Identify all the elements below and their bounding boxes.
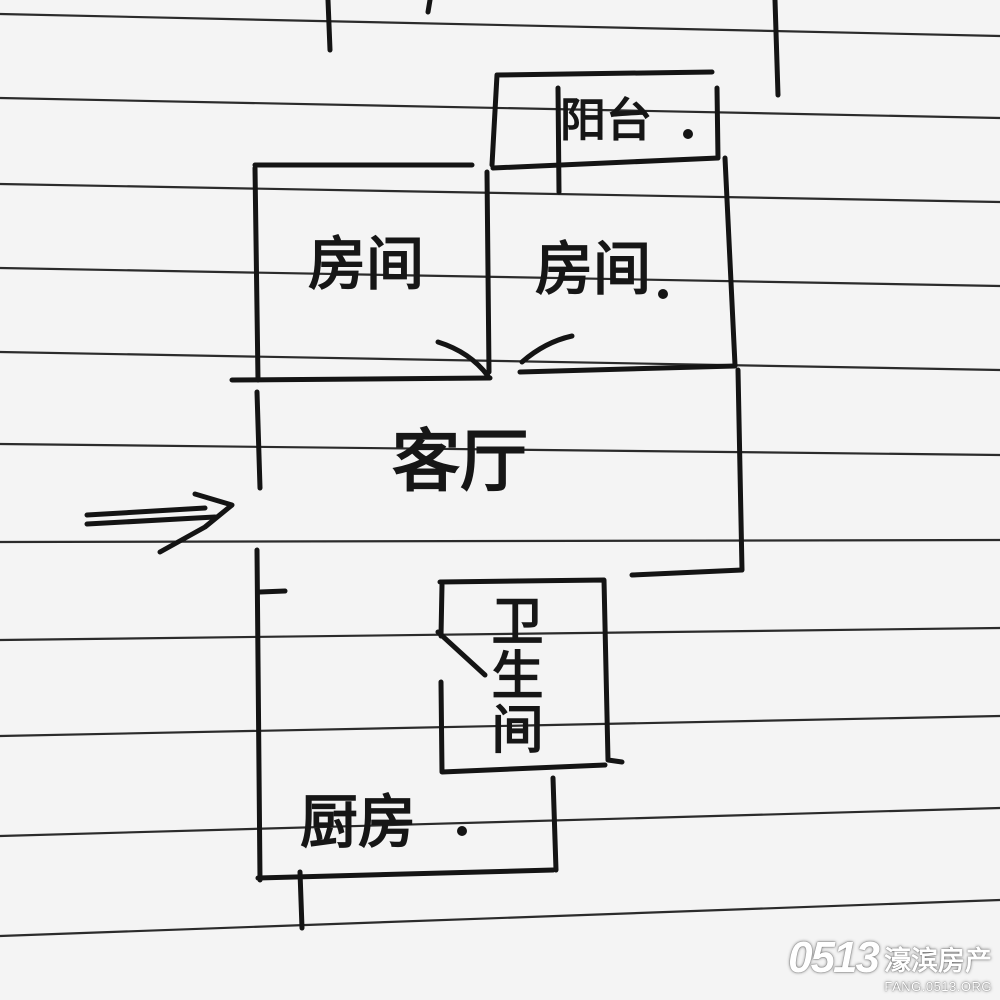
bedroom-right-label: 房间 [535,235,652,303]
watermark-name: 濠滨房产 [884,945,992,976]
watermark-url: FANG.0513.ORG [884,979,992,994]
walls [84,0,781,931]
kitchen-label: 厨房 [300,788,417,856]
bathroom-label: 卫生间 [482,594,543,756]
ruled-lines [0,12,1000,938]
bedroom-left-label: 房间 [308,230,425,298]
balcony-label: 阳台 [560,93,652,147]
site-watermark: 0513 濠滨房产 FANG.0513.ORG [788,933,992,994]
watermark-logo: 0513 [788,933,880,982]
living-room-label: 客厅 [392,422,529,502]
